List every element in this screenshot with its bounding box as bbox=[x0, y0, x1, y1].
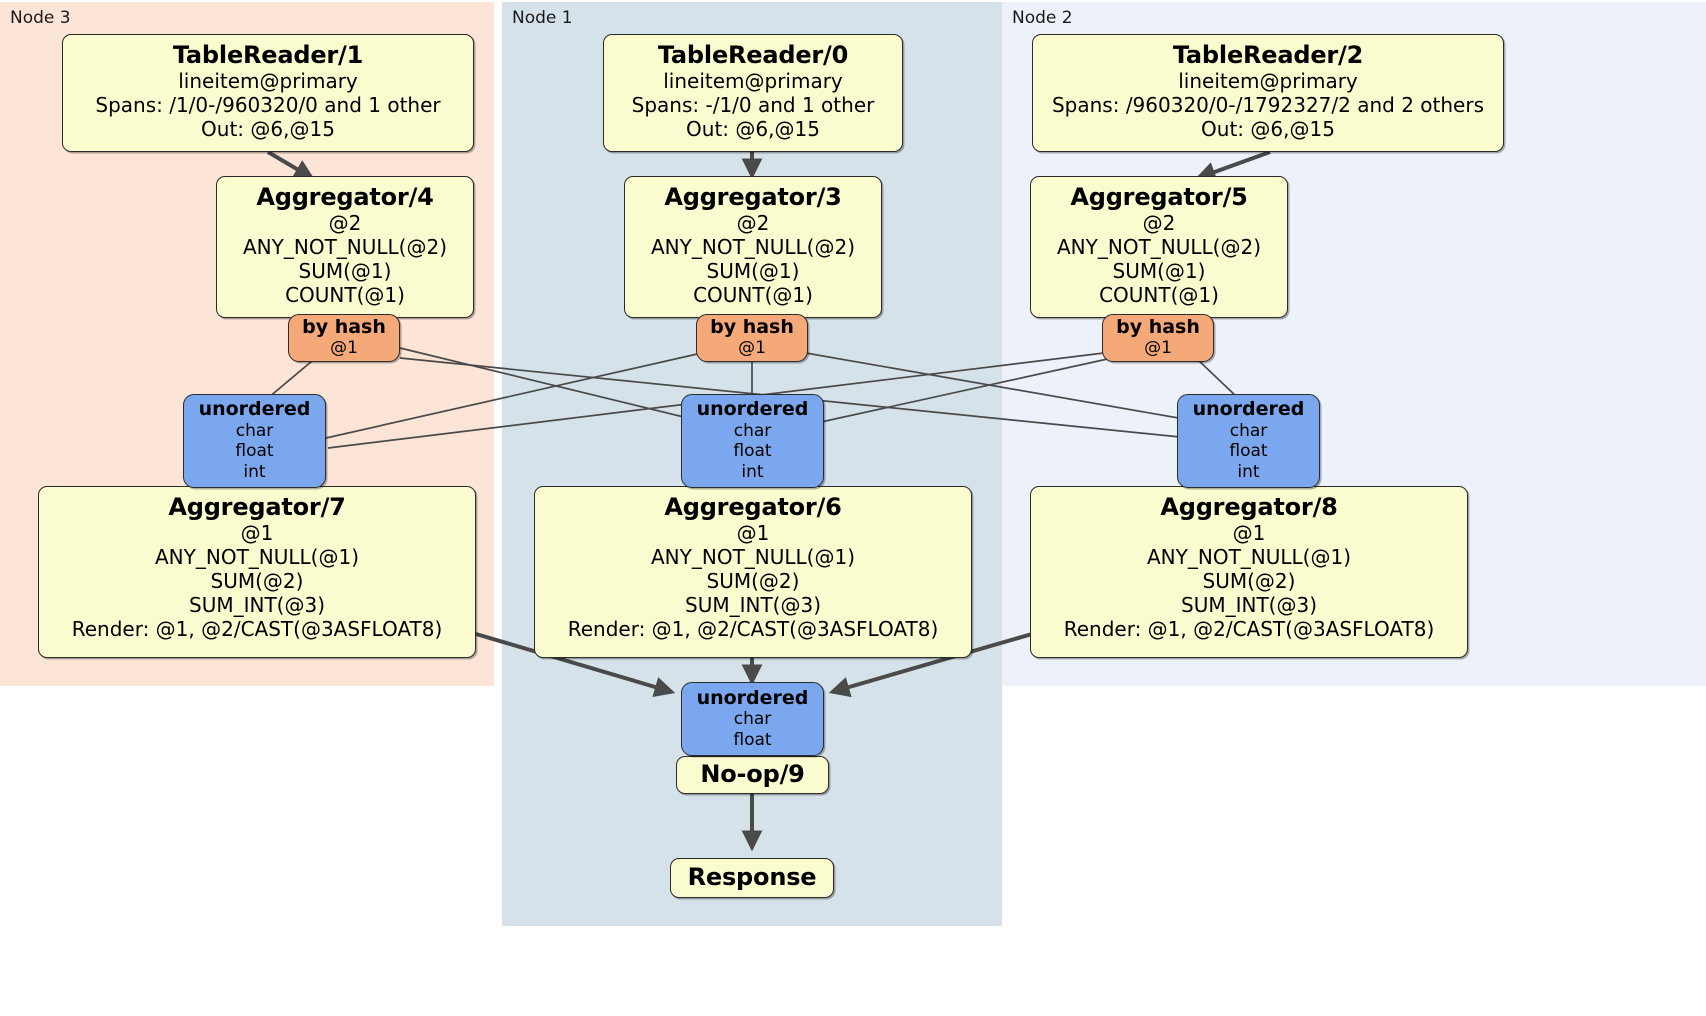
router-unordered-right[interactable]: unordered char float int bbox=[1177, 394, 1320, 488]
router-unordered-mid[interactable]: unordered char float int bbox=[681, 394, 824, 488]
processor-tablereader-0[interactable]: TableReader/0 lineitem@primary Spans: -/… bbox=[603, 34, 903, 152]
router-unordered-left[interactable]: unordered char float int bbox=[183, 394, 326, 488]
router-title: by hash bbox=[302, 316, 386, 338]
processor-line: ANY_NOT_NULL(@2) bbox=[1057, 234, 1261, 259]
router-line: int bbox=[1237, 462, 1260, 482]
router-line: char bbox=[1229, 420, 1268, 441]
processor-line: SUM(@2) bbox=[1202, 568, 1296, 593]
router-title: by hash bbox=[1116, 316, 1200, 338]
router-title: by hash bbox=[710, 316, 794, 338]
processor-line: SUM(@1) bbox=[706, 258, 800, 283]
processor-line: Render: @1, @2/CAST(@3ASFLOAT8) bbox=[1063, 616, 1435, 641]
router-by-hash-left[interactable]: by hash @1 bbox=[288, 314, 400, 362]
processor-aggregator-3[interactable]: Aggregator/3 @2 ANY_NOT_NULL(@2) SUM(@1)… bbox=[624, 176, 882, 318]
processor-title: TableReader/2 bbox=[1172, 41, 1364, 69]
router-line: char bbox=[733, 420, 772, 441]
processor-aggregator-5[interactable]: Aggregator/5 @2 ANY_NOT_NULL(@2) SUM(@1)… bbox=[1030, 176, 1288, 318]
processor-line: lineitem@primary bbox=[663, 68, 843, 93]
processor-line: COUNT(@1) bbox=[285, 282, 405, 307]
processor-line: Render: @1, @2/CAST(@3ASFLOAT8) bbox=[71, 616, 443, 641]
processor-line: Spans: /1/0-/960320/0 and 1 other bbox=[95, 92, 441, 117]
processor-line: SUM_INT(@3) bbox=[685, 592, 821, 617]
processor-line: @1 bbox=[1232, 520, 1266, 545]
processor-line: SUM(@2) bbox=[210, 568, 304, 593]
processor-line: ANY_NOT_NULL(@2) bbox=[243, 234, 447, 259]
processor-title: Aggregator/4 bbox=[256, 183, 434, 211]
processor-aggregator-6[interactable]: Aggregator/6 @1 ANY_NOT_NULL(@1) SUM(@2)… bbox=[534, 486, 972, 658]
processor-title: No-op/9 bbox=[700, 760, 805, 789]
processor-line: ANY_NOT_NULL(@2) bbox=[651, 234, 855, 259]
router-title: unordered bbox=[198, 398, 311, 421]
processor-aggregator-4[interactable]: Aggregator/4 @2 ANY_NOT_NULL(@2) SUM(@1)… bbox=[216, 176, 474, 318]
router-line: @1 bbox=[330, 338, 358, 359]
router-line: @1 bbox=[1144, 338, 1172, 359]
processor-line: SUM_INT(@3) bbox=[1181, 592, 1317, 617]
processor-aggregator-7[interactable]: Aggregator/7 @1 ANY_NOT_NULL(@1) SUM(@2)… bbox=[38, 486, 476, 658]
processor-line: ANY_NOT_NULL(@1) bbox=[651, 544, 855, 569]
processor-title: Response bbox=[687, 863, 817, 892]
node-panel-label-node1: Node 1 bbox=[512, 8, 573, 28]
processor-line: COUNT(@1) bbox=[1099, 282, 1219, 307]
processor-line: lineitem@primary bbox=[178, 68, 358, 93]
processor-line: SUM_INT(@3) bbox=[189, 592, 325, 617]
processor-title: TableReader/1 bbox=[172, 41, 364, 69]
processor-line: SUM(@2) bbox=[706, 568, 800, 593]
router-line: int bbox=[243, 462, 266, 482]
router-title: unordered bbox=[1192, 398, 1305, 421]
router-by-hash-right[interactable]: by hash @1 bbox=[1102, 314, 1214, 362]
processor-line: COUNT(@1) bbox=[693, 282, 813, 307]
node-panel-label-node2: Node 2 bbox=[1012, 8, 1073, 28]
processor-line: SUM(@1) bbox=[298, 258, 392, 283]
processor-title: Aggregator/7 bbox=[168, 493, 346, 521]
router-line: char bbox=[733, 708, 772, 729]
processor-tablereader-2[interactable]: TableReader/2 lineitem@primary Spans: /9… bbox=[1032, 34, 1504, 152]
processor-line: @2 bbox=[1142, 210, 1176, 235]
router-line: int bbox=[741, 462, 764, 482]
processor-line: ANY_NOT_NULL(@1) bbox=[1147, 544, 1351, 569]
processor-line: @1 bbox=[736, 520, 770, 545]
processor-title: TableReader/0 bbox=[657, 41, 849, 69]
router-by-hash-mid[interactable]: by hash @1 bbox=[696, 314, 808, 362]
router-line: float bbox=[1229, 441, 1268, 462]
processor-line: SUM(@1) bbox=[1112, 258, 1206, 283]
router-title: unordered bbox=[696, 398, 809, 421]
processor-title: Aggregator/5 bbox=[1070, 183, 1248, 211]
processor-tablereader-1[interactable]: TableReader/1 lineitem@primary Spans: /1… bbox=[62, 34, 474, 152]
processor-title: Aggregator/8 bbox=[1160, 493, 1338, 521]
processor-line: @2 bbox=[328, 210, 362, 235]
processor-line: Out: @6,@15 bbox=[1201, 116, 1335, 141]
router-line: char bbox=[235, 420, 274, 441]
processor-line: Out: @6,@15 bbox=[686, 116, 820, 141]
processor-line: @2 bbox=[736, 210, 770, 235]
processor-line: Out: @6,@15 bbox=[201, 116, 335, 141]
router-line: float bbox=[733, 729, 772, 750]
node-panel-label-node3: Node 3 bbox=[10, 8, 71, 28]
router-line: @1 bbox=[738, 338, 766, 359]
router-line: float bbox=[235, 441, 274, 462]
processor-line: Spans: -/1/0 and 1 other bbox=[631, 92, 875, 117]
processor-aggregator-8[interactable]: Aggregator/8 @1 ANY_NOT_NULL(@1) SUM(@2)… bbox=[1030, 486, 1468, 658]
processor-noop-9[interactable]: No-op/9 bbox=[676, 756, 829, 794]
router-title: unordered bbox=[696, 686, 809, 709]
processor-line: @1 bbox=[240, 520, 274, 545]
processor-line: Spans: /960320/0-/1792327/2 and 2 others bbox=[1051, 92, 1484, 117]
processor-line: lineitem@primary bbox=[1178, 68, 1358, 93]
processor-line: ANY_NOT_NULL(@1) bbox=[155, 544, 359, 569]
processor-title: Aggregator/6 bbox=[664, 493, 842, 521]
processor-title: Aggregator/3 bbox=[664, 183, 842, 211]
router-unordered-final[interactable]: unordered char float bbox=[681, 682, 824, 756]
processor-response[interactable]: Response bbox=[670, 858, 834, 898]
router-line: float bbox=[733, 441, 772, 462]
processor-line: Render: @1, @2/CAST(@3ASFLOAT8) bbox=[567, 616, 939, 641]
